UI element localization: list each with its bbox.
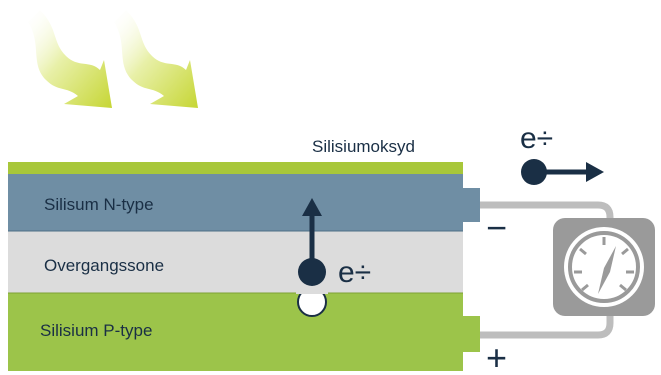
negative-wire bbox=[478, 201, 614, 226]
electron-hole-pair bbox=[296, 198, 328, 317]
oxide-label: Silisiumoksyd bbox=[312, 137, 415, 156]
hole-cover bbox=[296, 286, 328, 294]
sun-ray-left bbox=[28, 10, 112, 108]
negative-terminal-sign: − bbox=[486, 207, 507, 248]
junction-label: Overgangssone bbox=[44, 256, 164, 275]
meter-dial-face bbox=[568, 231, 640, 303]
meter-ticks bbox=[574, 237, 634, 292]
positive-wire bbox=[478, 314, 614, 339]
n-type-terminal-tab bbox=[462, 188, 480, 222]
electron-icon bbox=[298, 258, 326, 286]
electron-label-outside: e÷ bbox=[520, 122, 553, 155]
meter-needle-icon bbox=[598, 246, 616, 294]
n-type-layer bbox=[8, 174, 463, 231]
circuit-wires bbox=[478, 201, 614, 339]
p-type-terminal-tab bbox=[462, 316, 480, 352]
n-type-label: Silisum N-type bbox=[44, 195, 154, 214]
sun-ray-right bbox=[114, 10, 198, 108]
p-type-layer bbox=[8, 293, 463, 371]
junction-layer bbox=[8, 231, 463, 293]
positive-terminal-sign: + bbox=[486, 337, 507, 375]
sun-rays-icon bbox=[28, 10, 198, 108]
electron-out-icon bbox=[521, 159, 547, 185]
electron-label-inside: e÷ bbox=[338, 256, 371, 289]
meter-icon bbox=[553, 218, 655, 316]
p-type-label: Silisium P-type bbox=[40, 321, 152, 340]
electron-out-indicator bbox=[521, 159, 604, 185]
cell-layers bbox=[8, 162, 480, 371]
oxide-layer bbox=[8, 162, 463, 174]
electron-up-arrow-head-icon bbox=[302, 198, 322, 216]
electron-right-arrow-head-icon bbox=[586, 162, 604, 182]
